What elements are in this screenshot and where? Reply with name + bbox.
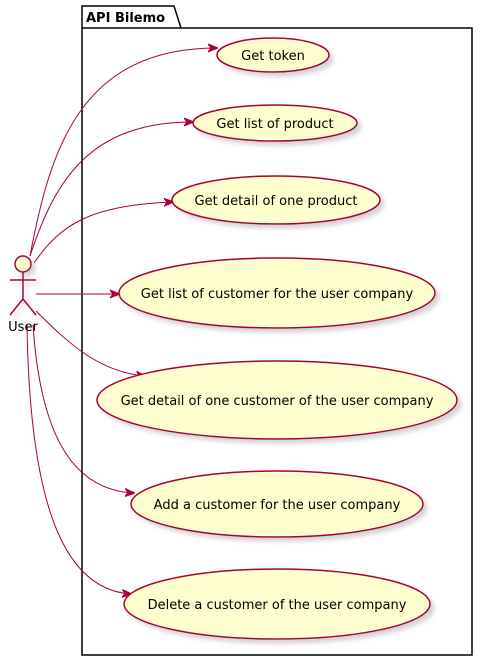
usecase-ellipse: [130, 470, 424, 538]
association-arrow: [32, 324, 134, 493]
usecase-label: Get detail of one customer of the user c…: [121, 394, 434, 409]
usecase-label: Get list of customer for the user compan…: [141, 287, 414, 302]
usecase-ellipse: [216, 37, 330, 73]
association-arrow: [33, 202, 173, 264]
usecase-label: Add a customer for the user company: [154, 498, 401, 513]
usecase-label: Delete a customer of the user company: [148, 598, 407, 613]
usecase-label: Get token: [241, 49, 305, 64]
usecase-get-token[interactable]: Get token: [216, 37, 330, 73]
actor-label: User: [8, 320, 38, 335]
usecase-label: Get list of product: [216, 117, 333, 132]
association-arrow: [29, 122, 193, 257]
usecase-ellipse: [123, 568, 431, 640]
use-cases: Get token Get list of product Get detail…: [96, 37, 458, 640]
usecase-delete-a-customer[interactable]: Delete a customer of the user company: [123, 568, 431, 640]
association-arrow: [26, 324, 131, 594]
usecase-get-detail-of-one-product[interactable]: Get detail of one product: [171, 175, 381, 225]
usecase-ellipse: [192, 104, 358, 142]
package-title: API Bilemo: [86, 11, 165, 26]
association-arrow: [29, 48, 217, 257]
association-arrow: [35, 310, 145, 376]
user-actor-icon: [9, 255, 37, 316]
actor-user[interactable]: User: [8, 255, 38, 335]
usecase-label: Get detail of one product: [195, 194, 358, 209]
connections: [26, 48, 217, 594]
package-tab: [81, 5, 182, 29]
usecase-ellipse: [171, 175, 381, 225]
usecase-get-list-of-product[interactable]: Get list of product: [192, 104, 358, 142]
usecase-add-a-customer[interactable]: Add a customer for the user company: [130, 470, 424, 538]
usecase-get-detail-of-one-customer[interactable]: Get detail of one customer of the user c…: [96, 360, 458, 440]
package-api-bilemo: API Bilemo: [81, 5, 473, 656]
usecase-ellipse: [118, 257, 436, 329]
usecase-ellipse: [96, 360, 458, 440]
usecase-get-list-of-customer[interactable]: Get list of customer for the user compan…: [118, 257, 436, 329]
